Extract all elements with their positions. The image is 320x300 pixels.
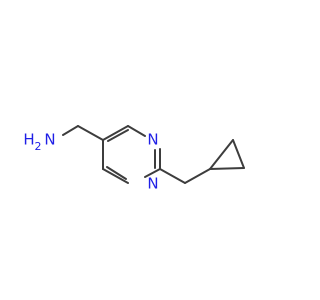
bond-cyclopropyl-1 — [209, 139, 234, 170]
amine-n-label: N — [44, 131, 55, 149]
bond-layer — [62, 125, 245, 184]
amine-h-count-label: 2 — [35, 140, 42, 153]
bond-c2-n3 — [144, 168, 161, 178]
ring-n-top-label: N — [147, 131, 158, 149]
bond-ch2-cyclopropyl — [184, 168, 211, 184]
bond-ch2-c5 — [77, 125, 104, 141]
atom-label-layer: H 2 N N N — [23, 131, 158, 193]
bond-c6-n1 — [127, 125, 146, 137]
molecule-diagram: H 2 N N N — [23, 125, 245, 193]
bond-cyclopropyl-3 — [209, 167, 245, 170]
amine-h-label: H — [23, 131, 34, 149]
bond-n3-c4-double — [106, 166, 127, 180]
ring-n-bottom-label: N — [147, 175, 158, 193]
bond-c5-c6 — [102, 125, 129, 141]
bond-c2-ch2 — [159, 168, 186, 184]
bond-cyclopropyl-2 — [232, 139, 245, 169]
bond-c5-c6-double — [107, 129, 129, 142]
bond-amine-ch2 — [62, 125, 79, 136]
bond-n3-c4 — [102, 168, 129, 184]
